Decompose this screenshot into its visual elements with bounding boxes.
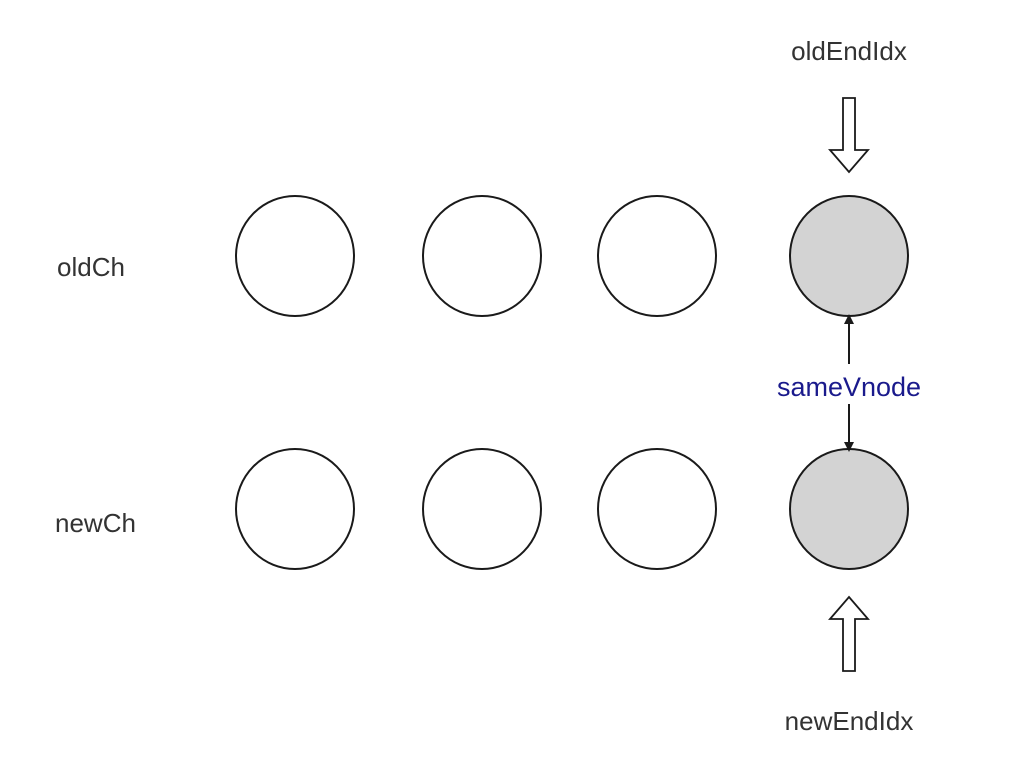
same-vnode-label: sameVnode	[777, 372, 921, 402]
old-end-index-label: oldEndIdx	[791, 36, 907, 66]
new-node-3	[597, 448, 717, 570]
new-end-node	[789, 448, 909, 570]
old-end-node	[789, 195, 909, 317]
new-node-2	[422, 448, 542, 570]
new-end-pointer-arrow	[828, 595, 870, 672]
new-children-row	[235, 448, 909, 570]
old-end-pointer-arrow	[828, 97, 870, 174]
new-children-label: newCh	[55, 508, 136, 538]
old-children-row	[235, 195, 909, 317]
old-children-label: oldCh	[57, 252, 125, 282]
old-node-1	[235, 195, 355, 317]
old-node-3	[597, 195, 717, 317]
old-node-2	[422, 195, 542, 317]
new-node-1	[235, 448, 355, 570]
new-end-index-label: newEndIdx	[785, 706, 914, 736]
